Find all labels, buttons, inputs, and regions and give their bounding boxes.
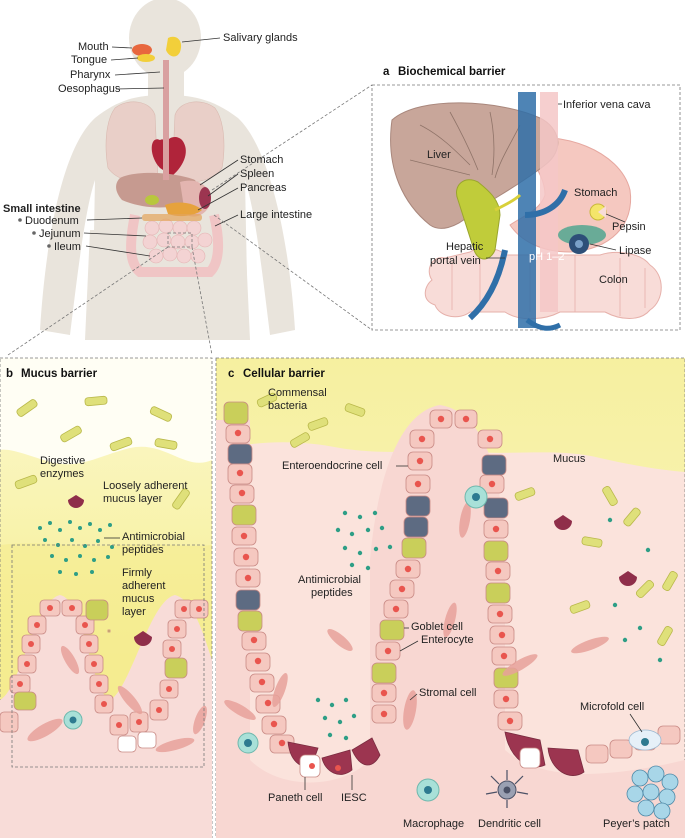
label-loosely: Loosely adherent (103, 480, 187, 492)
label-adherent: adherent (122, 580, 165, 592)
label-antimicrobial-c: Antimicrobial (298, 574, 361, 586)
label-enteroendocrine: Enteroendocrine cell (282, 460, 382, 472)
panel-c-title: Cellular barrier (243, 368, 325, 380)
bacteria-b (14, 395, 190, 510)
label-mouth: Mouth (78, 41, 109, 53)
label-liver: Liver (427, 149, 451, 161)
label-layer: layer (122, 606, 146, 618)
crypt-bottom-right (504, 725, 681, 776)
enzymes-c (554, 515, 637, 586)
panel-b: b Mucus barrier (0, 357, 213, 838)
label-stomach: Stomach (240, 154, 283, 166)
label-peptides-c: peptides (311, 587, 353, 599)
label-pepsin: Pepsin (612, 221, 646, 233)
panel-c-letter: c (228, 368, 235, 380)
label-oesophagus: Oesophagus (58, 83, 121, 95)
label-paneth: Paneth cell (268, 792, 322, 804)
peyers-patch (626, 765, 679, 820)
label-stomach-a: Stomach (574, 187, 617, 199)
digestive-organs (105, 36, 225, 277)
label-macrophage: Macrophage (403, 818, 464, 830)
label-peyers-patch: Peyer’s patch (603, 818, 670, 830)
enzymes-b (68, 495, 152, 646)
label-antimicrobial-b: Antimicrobial (122, 531, 185, 543)
label-peptides-b: peptides (122, 544, 164, 556)
label-commensal: Commensal (268, 387, 327, 399)
panel-b-title: Mucus barrier (21, 368, 98, 380)
label-digestive: Digestive (40, 455, 85, 467)
panel-a: a Biochemical barrier (371, 66, 681, 331)
epithelium-c-left (223, 401, 295, 754)
label-pharynx: Pharynx (70, 69, 111, 81)
label-iesc: IESC (341, 792, 367, 804)
label-mucus-layer: mucus layer (103, 493, 163, 505)
label-portal-vein: portal vein (430, 255, 481, 267)
macrophage-c (237, 485, 488, 802)
epithelium-c-villus (371, 409, 523, 731)
connector-lines (7, 84, 373, 356)
panel-a-letter: a (383, 66, 390, 78)
label-enzymes: enzymes (40, 468, 85, 480)
label-bacteria: bacteria (268, 400, 308, 412)
label-stromal: Stromal cell (419, 687, 476, 699)
label-goblet: Goblet cell (411, 621, 463, 633)
panel-c: c Cellular barrier (215, 357, 685, 838)
label-ileum: Ileum (54, 241, 81, 253)
label-inferior-vena-cava: Inferior vena cava (563, 99, 651, 111)
label-tongue: Tongue (71, 54, 107, 66)
bacteria-c (256, 392, 678, 646)
panel-b-letter: b (6, 368, 13, 380)
panel-a-title: Biochemical barrier (398, 66, 506, 78)
label-firmly: Firmly (122, 567, 152, 579)
epithelium-b (0, 599, 209, 753)
label-hepatic: Hepatic (446, 241, 484, 253)
label-mucus-c: Mucus (553, 453, 586, 465)
label-ph: pH 1–2 (529, 251, 564, 263)
label-spleen: Spleen (240, 168, 274, 180)
label-pancreas: Pancreas (240, 182, 287, 194)
label-salivary-glands: Salivary glands (223, 32, 298, 44)
dendritic-cell (485, 770, 529, 808)
label-small-intestine: Small intestine (3, 203, 81, 215)
crypt-bottom (287, 737, 381, 778)
anatomy-labels: Mouth Tongue Pharynx Oesophagus Salivary… (3, 32, 312, 257)
label-jejunum: Jejunum (39, 228, 81, 240)
label-large-intestine: Large intestine (240, 209, 312, 221)
peptides-c (315, 510, 663, 741)
label-dendritic: Dendritic cell (478, 818, 541, 830)
label-duodenum: Duodenum (25, 215, 79, 227)
label-lipase: Lipase (619, 245, 651, 257)
label-enterocyte: Enterocyte (421, 634, 474, 646)
label-microfold: Microfold cell (580, 701, 644, 713)
label-mucus: mucus (122, 593, 155, 605)
label-colon: Colon (599, 274, 628, 286)
